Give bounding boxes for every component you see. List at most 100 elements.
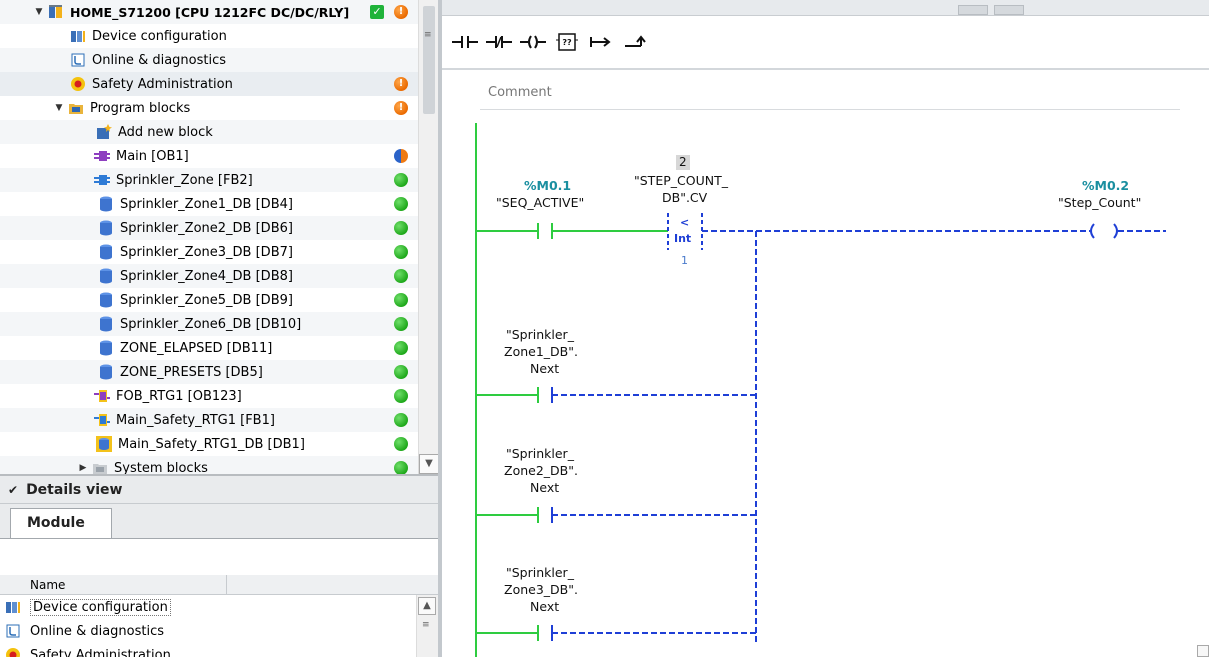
chevron-down-icon[interactable]: ✔ [8,482,19,497]
compare-count-badge: 2 [676,155,690,170]
expand-arrow-icon[interactable]: ▼ [35,7,43,17]
safety-icon [70,76,86,92]
tree-item-sprinkler-zone2-db[interactable]: Sprinkler_Zone2_DB [DB6] [0,216,418,240]
contact1-tag[interactable]: "SEQ_ACTIVE" [496,195,585,210]
branch-rung-1 [476,387,756,403]
branch2-line3[interactable]: Next [530,480,560,495]
empty-box-button[interactable]: ?? [554,30,580,54]
compare-operand-line2[interactable]: DB".CV [662,190,708,205]
collapse-arrow-icon[interactable]: ▶ [79,463,87,473]
tree-item-safety-administration[interactable]: Safety Administration ! [0,72,418,96]
ob-icon [94,148,110,164]
warning-status-icon: ! [394,77,408,91]
grip-icon: ≡ [422,620,430,630]
tree-item-program-blocks[interactable]: ▼ Program blocks ! [0,96,418,120]
tree-item-main-safety-db1[interactable]: Main_Safety_RTG1_DB [DB1] [0,432,418,456]
tree-item-sprinkler-zone5-db[interactable]: Sprinkler_Zone5_DB [DB9] [0,288,418,312]
tree-item-main-safety-fb1[interactable]: Main_Safety_RTG1 [FB1] [0,408,418,432]
details-title: Details view [26,481,123,498]
details-body: Name Device configuration Online & diagn… [0,538,438,657]
db-icon [98,364,114,380]
editor-resize-corner[interactable] [1197,645,1209,657]
coil-right-arc [1113,223,1118,239]
db-icon [98,196,114,212]
details-header[interactable]: ✔ Details view [0,476,438,504]
tree-item-label: ZONE_PRESETS [DB5] [120,364,263,380]
tree-item-zone-elapsed[interactable]: ZONE_ELAPSED [DB11] [0,336,418,360]
dropdown-stub[interactable] [994,5,1024,15]
tree-item-zone-presets[interactable]: ZONE_PRESETS [DB5] [0,360,418,384]
coil-button[interactable] [520,30,546,54]
tree-item-system-blocks[interactable]: ▶ System blocks [0,456,418,474]
details-row-safety-administration[interactable]: Safety Administration [0,643,418,657]
scroll-up-button[interactable]: ▲ [418,597,436,615]
tree-scrollbar[interactable]: ≡ ▼ [418,0,439,474]
close-branch-button[interactable] [622,30,648,54]
tree-item-sprinkler-zone4-db[interactable]: Sprinkler_Zone4_DB [DB8] [0,264,418,288]
tree-item-sprinkler-zone3-db[interactable]: Sprinkler_Zone3_DB [DB7] [0,240,418,264]
db-icon [98,316,114,332]
branch3-line2[interactable]: Zone3_DB". [504,582,578,597]
normally-closed-contact-button[interactable] [486,30,512,54]
device-config-icon [4,599,22,615]
ok-status-icon [394,437,408,451]
compare-operand-line1[interactable]: "STEP_COUNT_ [634,173,728,188]
branch1-line3[interactable]: Next [530,361,560,376]
tree-item-label: Sprinkler_Zone5_DB [DB9] [120,292,293,308]
tree-item-main-ob1[interactable]: Main [OB1] [0,144,418,168]
scrollbar-thumb[interactable] [423,6,435,114]
tree-item-online-diagnostics[interactable]: Online & diagnostics [0,48,418,72]
fb-icon [94,172,110,188]
column-divider[interactable] [226,575,227,595]
safety-fb-icon [94,412,110,428]
tree-item-sprinkler-zone6-db[interactable]: Sprinkler_Zone6_DB [DB10] [0,312,418,336]
db-icon [98,292,114,308]
check-status-icon: ✓ [370,5,384,19]
tree-item-label: Sprinkler_Zone3_DB [DB7] [120,244,293,260]
warning-status-icon: ! [394,101,408,115]
compare-value[interactable]: 1 [681,254,688,267]
details-view: ✔ Details view Module Name Device config… [0,474,438,657]
normally-open-contact-button[interactable] [452,30,478,54]
coil-tag[interactable]: "Step_Count" [1058,195,1142,210]
network-comment-field[interactable]: Comment [480,80,1180,110]
safety-db-icon [96,436,112,452]
branch1-line2[interactable]: Zone1_DB". [504,344,578,359]
ok-status-icon [394,317,408,331]
svg-text:??: ?? [562,38,572,47]
tree-item-sprinkler-zone1-db[interactable]: Sprinkler_Zone1_DB [DB4] [0,192,418,216]
ok-status-icon [394,293,408,307]
ok-status-icon [394,413,408,427]
partial-status-icon [394,149,408,163]
tab-module[interactable]: Module [10,508,112,538]
db-icon [98,340,114,356]
tree-item-label: Online & diagnostics [92,52,227,68]
expand-arrow-icon[interactable]: ▼ [55,103,63,113]
tree-item-plc[interactable]: ▼ HOME_S71200 [CPU 1212FC DC/DC/RLY] ✓ ! [0,0,418,24]
contact1-address[interactable]: %M0.1 [524,178,572,193]
add-block-icon [96,124,112,140]
tree-item-fob-rtg1[interactable]: FOB_RTG1 [OB123] [0,384,418,408]
branch1-line1[interactable]: "Sprinkler_ [506,327,574,342]
dropdown-stub[interactable] [958,5,988,15]
branch2-line1[interactable]: "Sprinkler_ [506,446,574,461]
branch2-line2[interactable]: Zone2_DB". [504,463,578,478]
tree-item-add-new-block[interactable]: Add new block [0,120,418,144]
details-row-online-diagnostics[interactable]: Online & diagnostics [0,619,418,643]
details-scrollbar[interactable]: ▲ ≡ [416,595,438,657]
branch-rung-3 [476,625,756,641]
warning-status-icon: ! [394,5,408,19]
tree-item-device-configuration[interactable]: Device configuration [0,24,418,48]
open-branch-button[interactable] [588,30,614,54]
pane-splitter[interactable] [438,0,442,657]
branch3-line1[interactable]: "Sprinkler_ [506,565,574,580]
column-name-header[interactable]: Name [30,578,66,592]
branch3-line3[interactable]: Next [530,599,560,614]
compare-type[interactable]: Int [674,232,692,245]
tree-item-sprinkler-zone-fb2[interactable]: Sprinkler_Zone [FB2] [0,168,418,192]
compare-operator: < [680,216,690,229]
scroll-down-button[interactable]: ▼ [419,454,439,474]
details-row-device-configuration[interactable]: Device configuration [0,595,418,619]
coil-address[interactable]: %M0.2 [1082,178,1130,193]
tree-item-label: Main [OB1] [116,148,189,164]
